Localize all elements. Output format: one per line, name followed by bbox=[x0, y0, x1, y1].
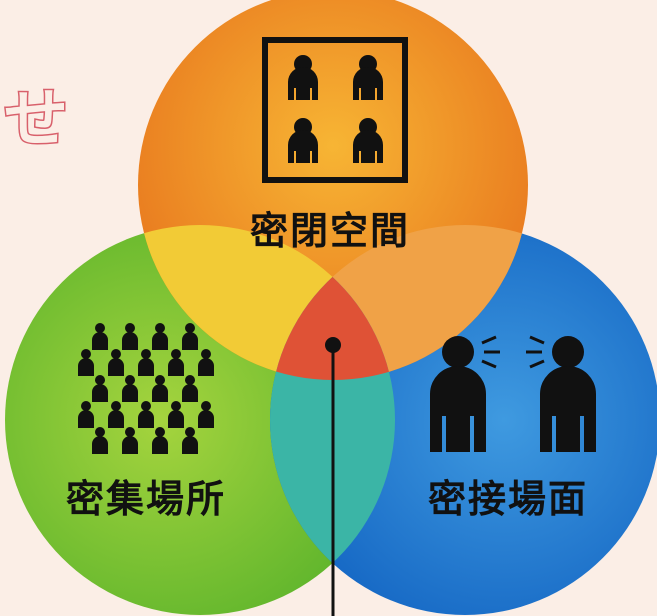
close-conversation-icon bbox=[430, 335, 596, 452]
label-close-contact: 密接場面 bbox=[428, 477, 589, 521]
crowd-icon bbox=[78, 323, 214, 454]
overlap-top-left bbox=[138, 225, 395, 380]
people-in-room-icon bbox=[262, 37, 408, 183]
label-crowded-place: 密集場所 bbox=[66, 477, 227, 521]
pointer-dot bbox=[325, 337, 341, 353]
title-partial: せ bbox=[3, 82, 70, 159]
label-closed-space: 密閉空間 bbox=[250, 209, 411, 253]
overlap-top-right bbox=[270, 225, 528, 380]
